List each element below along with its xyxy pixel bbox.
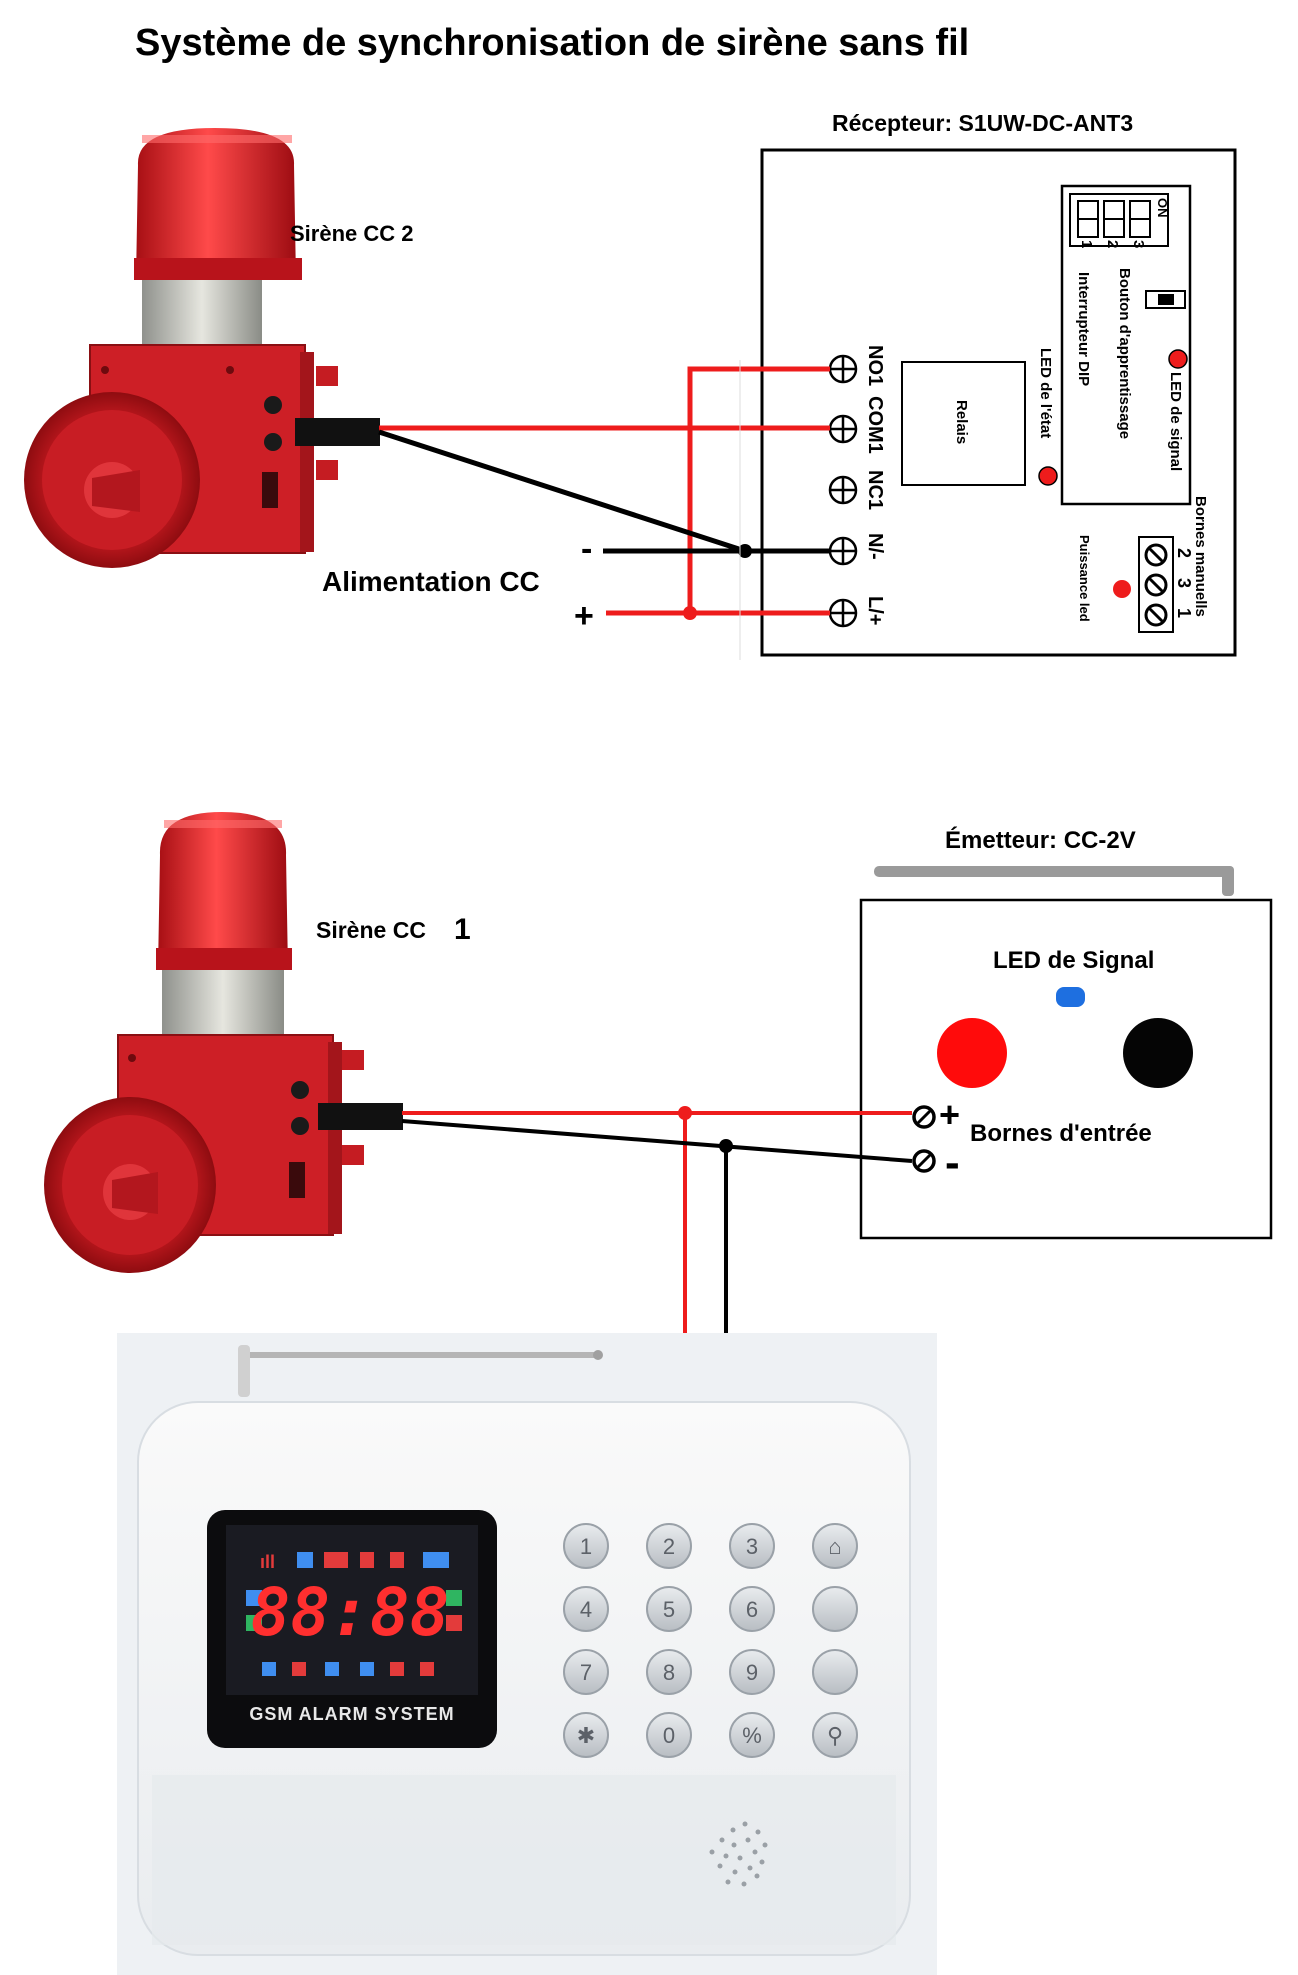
keypad-key-label: 3 xyxy=(746,1534,758,1559)
receiver-title: Récepteur: S1UW-DC-ANT3 xyxy=(832,110,1133,136)
input-minus-label: - xyxy=(945,1138,960,1187)
receiver-status-led xyxy=(1038,466,1058,486)
receiver-control-panel xyxy=(1060,184,1192,506)
bottom-wires xyxy=(401,1106,913,1405)
manual-number-2: 2 xyxy=(1174,548,1194,558)
keypad-key-3[interactable]: ⌂ xyxy=(812,1523,858,1569)
keypad-key-0[interactable]: 1 xyxy=(563,1523,609,1569)
alarm-keypad: 1 2 3 ⌂ 4 5 6 7 8 9 ✱ 0% ⚲ xyxy=(563,1523,858,1758)
dip-number-3: 3 xyxy=(1130,240,1147,248)
terminal-no1 xyxy=(828,354,858,384)
transmitter-antenna xyxy=(874,866,1234,877)
power-minus-label: - xyxy=(581,530,592,568)
terminal-com1 xyxy=(828,414,858,444)
keypad-key-label: 2 xyxy=(663,1534,675,1559)
keypad-key-7[interactable] xyxy=(812,1586,858,1632)
transmitter-signal-led xyxy=(1056,987,1085,1007)
keypad-key-4[interactable]: 4 xyxy=(563,1586,609,1632)
transmitter-red-button xyxy=(937,1018,1007,1088)
manual-number-3: 3 xyxy=(1174,578,1194,588)
keypad-key-14[interactable]: % xyxy=(729,1712,775,1758)
terminal-label-l-plus: L/+ xyxy=(864,596,886,625)
receiver-signal-led xyxy=(1168,349,1188,369)
learn-button-label: Bouton d'apprentissage xyxy=(1116,268,1133,439)
manual-terminal-screws xyxy=(1144,543,1168,627)
transmitter-title: Émetteur: CC-2V xyxy=(945,826,1136,854)
relay-label: Relais xyxy=(953,400,970,444)
siren-bottom-number: 1 xyxy=(454,913,471,946)
input-terminals-label: Bornes d'entrée xyxy=(970,1120,1152,1147)
svg-text:ıll: ıll xyxy=(260,1552,275,1572)
keypad-key-2[interactable]: 3 xyxy=(729,1523,775,1569)
siren-top-label: Sirène CC 2 xyxy=(290,221,414,246)
dip-on-label: ON xyxy=(1155,198,1170,218)
keypad-key-6[interactable]: 6 xyxy=(729,1586,775,1632)
dip-switch-label: Interrupteur DIP xyxy=(1075,272,1092,386)
alarm-display-label: GSM ALARM SYSTEM xyxy=(249,1704,454,1724)
manual-number-1: 1 xyxy=(1174,608,1194,618)
terminal-nc1 xyxy=(828,475,858,505)
terminal-label-com1: COM1 xyxy=(864,396,886,454)
alarm-panel-image: ıll 88:88 GSM ALARM SYSTEM xyxy=(117,1333,937,1975)
keypad-key-label: ⚲ xyxy=(827,1723,843,1748)
receiver-terminals xyxy=(828,354,858,628)
transmitter-box xyxy=(859,898,1273,1240)
siren-bottom-image xyxy=(44,812,403,1273)
keypad-key-label: 6 xyxy=(746,1597,758,1622)
keypad-key-label: ⌂ xyxy=(828,1534,841,1559)
keypad-key-1[interactable]: 2 xyxy=(646,1523,692,1569)
input-plus-label: + xyxy=(939,1094,960,1135)
terminal-l-plus xyxy=(828,598,858,628)
keypad-key-label: ✱ xyxy=(577,1723,595,1748)
keypad-key-label: 4 xyxy=(580,1597,592,1622)
dip-number-2: 2 xyxy=(1104,240,1121,248)
keypad-key-label: 1 xyxy=(580,1534,592,1559)
top-wires xyxy=(378,366,830,620)
transmitter-black-button xyxy=(1123,1018,1193,1088)
keypad-key-label: 8 xyxy=(663,1660,675,1685)
siren-bottom-label: Sirène CC xyxy=(316,917,426,943)
keypad-key-8[interactable]: 7 xyxy=(563,1649,609,1695)
terminal-label-no1: NO1 xyxy=(864,345,886,386)
power-supply-label: Alimentation CC xyxy=(322,566,540,597)
keypad-key-label: 9 xyxy=(746,1660,758,1685)
power-led-label: Puissance led xyxy=(1077,535,1092,622)
keypad-key-10[interactable]: 9 xyxy=(729,1649,775,1695)
page-title: Système de synchronisation de sirène san… xyxy=(135,22,969,64)
keypad-key-label: 5 xyxy=(663,1597,675,1622)
keypad-key-label: % xyxy=(742,1723,762,1748)
keypad-key-label: 0 xyxy=(663,1723,675,1748)
dip-switch: ON 1 2 3 xyxy=(1069,193,1170,248)
keypad-key-12[interactable]: ✱ xyxy=(563,1712,609,1758)
terminal-n-minus xyxy=(828,536,858,566)
keypad-key-13[interactable]: 0 xyxy=(646,1712,692,1758)
manual-terminals-label: Bornes manuells xyxy=(1192,496,1209,617)
alarm-display-digits: 88:88 xyxy=(251,1574,450,1651)
siren-top-image xyxy=(24,128,380,568)
dip-number-1: 1 xyxy=(1078,240,1095,248)
keypad-key-9[interactable]: 8 xyxy=(646,1649,692,1695)
keypad-key-11[interactable] xyxy=(812,1649,858,1695)
keypad-key-label: 7 xyxy=(580,1660,592,1685)
signal-led-label: LED de signal xyxy=(1167,372,1184,471)
transmitter-signal-led-label: LED de Signal xyxy=(993,947,1154,974)
keypad-key-15[interactable]: ⚲ xyxy=(812,1712,858,1758)
relay-box xyxy=(901,361,1026,486)
transmitter-input-terminals xyxy=(912,1105,936,1173)
terminal-label-nc1: NC1 xyxy=(864,470,886,510)
keypad-key-5[interactable]: 5 xyxy=(646,1586,692,1632)
power-plus-label: + xyxy=(574,597,594,635)
status-led-label: LED de l'état xyxy=(1037,348,1054,438)
terminal-label-n-minus: N/- xyxy=(864,533,886,560)
power-led xyxy=(1113,580,1131,598)
